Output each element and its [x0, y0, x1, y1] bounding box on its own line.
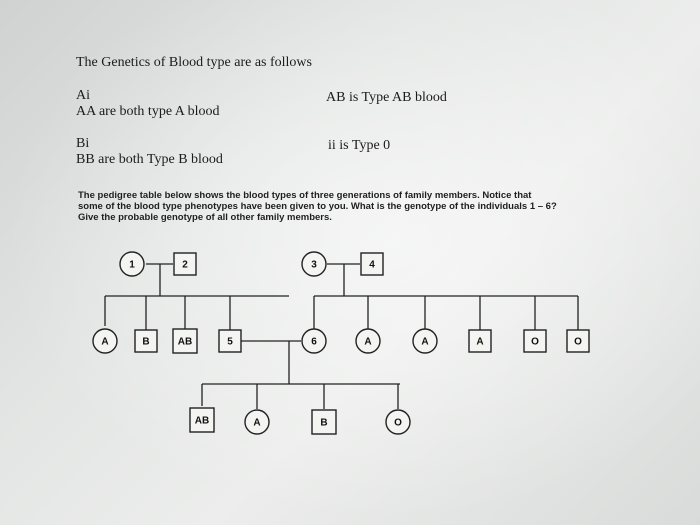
instruction-line-1: The pedigree table below shows the blood…: [78, 190, 532, 201]
gen3-label-4: O: [394, 418, 402, 429]
gen2-label-7: A: [421, 337, 428, 348]
gen2-male-3: AB: [172, 328, 198, 354]
gen2-label-3: AB: [178, 337, 192, 348]
instruction-line-3: Give the probable genotype of all other …: [78, 212, 332, 223]
gen2-label-6: A: [364, 337, 371, 348]
rule-ai: Ai: [76, 88, 90, 103]
rule-ab: AB is Type AB blood: [326, 90, 447, 105]
gen1-label-3: 3: [311, 260, 317, 271]
gen1-label-1: 1: [129, 260, 135, 271]
gen3-label-1: AB: [195, 416, 209, 427]
gen2-label-4: 5: [227, 337, 233, 348]
pedigree-lines: [104, 263, 579, 409]
rule-bb: BB are both Type B blood: [76, 152, 223, 167]
gen2-label-5: 6: [311, 337, 317, 348]
gen2-male-4: 5: [218, 329, 242, 353]
gen3-female-2: A: [244, 409, 270, 435]
gen2-female-6: A: [355, 328, 381, 354]
gen2-label-9: O: [531, 337, 539, 348]
gen2-male-9: O: [523, 329, 547, 353]
gen3-label-3: B: [320, 418, 327, 429]
gen2-label-8: A: [476, 337, 483, 348]
gen3-male-3: B: [311, 409, 337, 435]
gen2-label-2: B: [142, 337, 149, 348]
gen2-female-7: A: [412, 328, 438, 354]
gen2-label-1: A: [101, 337, 108, 348]
instruction-line-2: some of the blood type phenotypes have b…: [78, 201, 557, 212]
gen2-female-5: 6: [301, 328, 327, 354]
gen2-male-2: B: [134, 329, 158, 353]
rule-aa: AA are both type A blood: [76, 104, 220, 119]
gen1-male-4: 4: [360, 252, 384, 276]
gen1-male-2: 2: [173, 252, 197, 276]
gen2-male-8: A: [468, 329, 492, 353]
gen3-male-1: AB: [189, 407, 215, 433]
gen1-female-1: 1: [119, 251, 145, 277]
gen2-female-1: A: [92, 328, 118, 354]
rule-ii: ii is Type 0: [328, 138, 391, 153]
gen3-female-4: O: [385, 409, 411, 435]
gen2-male-10: O: [566, 329, 590, 353]
gen2-label-10: O: [574, 337, 582, 348]
gen1-label-2: 2: [182, 260, 188, 271]
gen3-label-2: A: [253, 418, 260, 429]
heading: The Genetics of Blood type are as follow…: [76, 55, 312, 70]
gen1-female-3: 3: [301, 251, 327, 277]
rule-bi: Bi: [76, 136, 90, 151]
gen1-label-4: 4: [369, 260, 375, 271]
